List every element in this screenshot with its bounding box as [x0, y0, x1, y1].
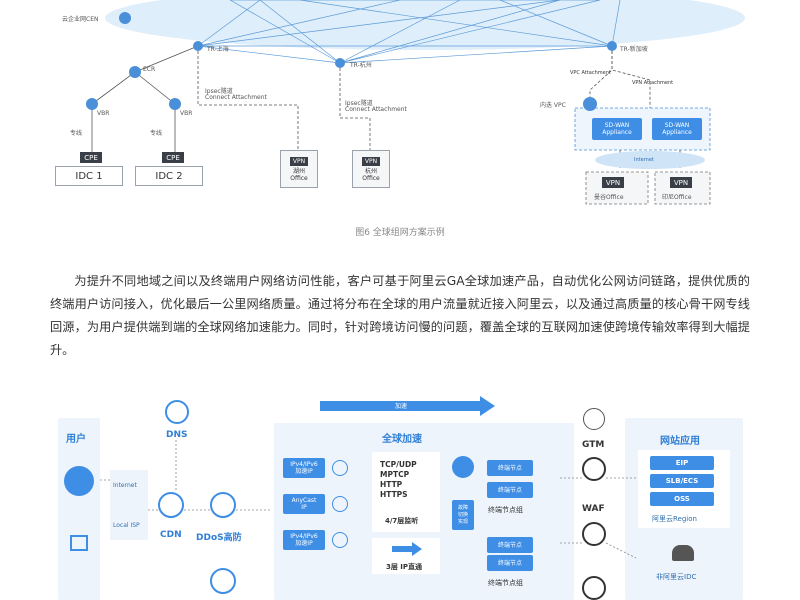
vpn2-office-city: 杭州 [364, 167, 377, 175]
region-label: 阿里云Region [652, 515, 697, 523]
line1-label: 专线 [70, 130, 83, 137]
tr-hangzhou-label: TR-杭州 [350, 62, 372, 69]
vpn4-badge: VPN [670, 177, 692, 188]
tr-hangzhou-node [335, 58, 345, 68]
ip2-node-icon [332, 496, 348, 512]
idc2-box: IDC 2 [135, 166, 203, 186]
vpn1-office: VPN 湖州 Office [280, 150, 318, 188]
node-group-1: 终端节点组 [488, 506, 523, 514]
ecr-node [129, 66, 141, 78]
cdn-label: CDN [160, 530, 182, 540]
cdn-icon [158, 492, 184, 518]
building-icon [70, 535, 88, 551]
ecr-label: ECR [143, 66, 156, 73]
cen-label: 云企业网CEN [62, 16, 99, 23]
ddos-label: DDoS高防 [196, 533, 242, 543]
vpn2-office: VPN 杭州 Office [352, 150, 390, 188]
protocol-box [372, 452, 440, 532]
l3-arrow [392, 542, 422, 556]
tr-shanghai-node [193, 41, 203, 51]
vbr1-node [86, 98, 98, 110]
waf-label: WAF [582, 504, 605, 514]
node-1: 终端节点 [487, 460, 533, 476]
ipsec1-label: Ipsec隧道 [205, 88, 233, 95]
vbr2-node [169, 98, 181, 110]
global-network-diagram [86, 0, 745, 205]
node-4: 终端节点 [487, 555, 533, 571]
vpn1-office-city: 湖州 [292, 167, 305, 175]
protocol-list: TCP/UDP MPTCP HTTP HTTPS [380, 460, 417, 499]
ip3-node-icon [332, 532, 348, 548]
dns-label: DNS [166, 430, 188, 440]
vbr1-label: VBR [97, 110, 110, 117]
local-isp: Local ISP [113, 522, 140, 529]
dns-icon [165, 400, 189, 424]
site-app-title: 网站应用 [660, 436, 700, 447]
body-paragraph: 为提升不同地域之间以及终端用户网络访问性能，客户可基于阿里云GA全球加速产品，自… [50, 274, 750, 357]
gtm-label: GTM [582, 440, 605, 450]
vpn4-office: 印尼Office [662, 194, 692, 201]
internet-access: Internet [113, 482, 137, 489]
node-group-2: 终端节点组 [488, 579, 523, 587]
phone-icon [64, 466, 94, 496]
node-2: 终端节点 [487, 482, 533, 498]
failover-box: 故障切换实现 [452, 500, 474, 530]
l3-box [372, 538, 440, 574]
global-accel-title: 全球加速 [382, 434, 422, 445]
vpn1-office-text: Office [290, 174, 308, 182]
vpn3-office: 曼谷Office [594, 194, 624, 201]
accel-arrow [320, 396, 495, 416]
internet-label: Internet [634, 157, 654, 163]
vpc-attach-label: VPC Attachment [570, 70, 611, 76]
internet-cloud [595, 151, 705, 169]
tr-singapore-node [607, 41, 617, 51]
vpc-cloud-icon [583, 97, 597, 111]
vpc-label: 内迭 VPC [540, 102, 566, 109]
vbr2-label: VBR [180, 110, 193, 117]
gtm-e-icon [582, 457, 606, 481]
globe-icon [452, 456, 474, 478]
ipsec2-sub: Connect Attachment [345, 106, 407, 113]
shield-icon [210, 568, 236, 594]
ipsec1-sub: Connect Attachment [205, 94, 267, 101]
user-panel [58, 418, 100, 600]
cpe1-box: CPE [80, 152, 102, 163]
eip-box: EIP [650, 456, 714, 470]
vpn3-badge: VPN [602, 177, 624, 188]
waf-e-icon [582, 522, 606, 546]
cpe2-box: CPE [162, 152, 184, 163]
line2-label: 专线 [150, 130, 163, 137]
third-e-icon [582, 576, 606, 600]
user-title: 用户 [66, 434, 86, 445]
oss-box: OSS [650, 492, 714, 506]
node-3: 终端节点 [487, 537, 533, 553]
l3-label: 3层 IP直通 [386, 563, 423, 571]
non-idc-label: 非阿里云IDC [656, 573, 697, 581]
ip1-node-icon [332, 460, 348, 476]
slb-box: SLB/ECS [650, 474, 714, 488]
bottom-connectors [100, 440, 637, 559]
gtm-icon [583, 408, 605, 430]
vpn2-badge: VPN [361, 156, 381, 166]
ipsec2-label: Ipsec隧道 [345, 100, 373, 107]
vpn2-office-text: Office [362, 174, 380, 182]
idc-cloud-icon [672, 545, 694, 561]
cen-icon [119, 12, 131, 24]
l47-label: 4/7层监听 [385, 517, 419, 525]
ddos-shield-icon [210, 492, 236, 518]
tr-shanghai-label: TR-上海 [207, 46, 229, 53]
tr-singapore-label: TR-新加坡 [620, 46, 648, 53]
accel-label: 加速 [395, 403, 408, 410]
vpn-attach-label: VPN Attachment [632, 80, 674, 86]
access-panel [110, 470, 148, 540]
figure-caption: 图6 全球组网方案示例 [355, 228, 445, 238]
vpn1-badge: VPN [289, 156, 309, 166]
idc1-box: IDC 1 [55, 166, 123, 186]
cen-mesh [197, 0, 621, 64]
